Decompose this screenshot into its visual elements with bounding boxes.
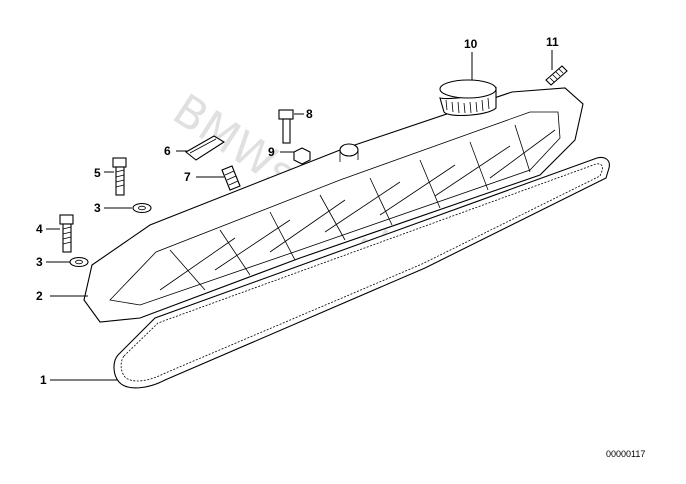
bolt-part-7: [221, 165, 241, 191]
callout-3-lower: 3: [36, 255, 43, 269]
diagram-code: 00000117: [606, 449, 645, 459]
valve-cover-ribs: [159, 124, 556, 291]
callout-9: 9: [268, 145, 275, 159]
cap-part-10: [439, 79, 497, 117]
callout-11: 11: [546, 35, 559, 49]
bolt-part-8: [278, 109, 294, 144]
gasket-part-1: [113, 156, 610, 389]
washer-part-3-upper: [132, 202, 152, 214]
callout-3-upper: 3: [94, 201, 101, 215]
callout-7: 7: [184, 170, 191, 184]
callout-2: 2: [36, 289, 43, 303]
nut-part-9: [293, 147, 311, 165]
callout-5: 5: [94, 166, 101, 180]
clip-part-6: [185, 135, 226, 161]
bolt-part-4: [59, 214, 74, 253]
valve-cover-part-2: [83, 87, 584, 323]
stud-part-11: [545, 65, 568, 86]
callout-8: 8: [306, 107, 313, 121]
filler-neck: [339, 143, 359, 162]
callout-10: 10: [464, 37, 478, 51]
callout-1: 1: [40, 373, 47, 387]
callouts: 1 2 3 4 3 5 6 7 9 8 10 11: [36, 35, 559, 387]
callout-4: 4: [36, 222, 43, 236]
bolt-part-5: [112, 157, 127, 196]
callout-6: 6: [164, 144, 171, 158]
washer-part-3-lower: [69, 256, 89, 268]
leader-lines: [46, 50, 553, 381]
